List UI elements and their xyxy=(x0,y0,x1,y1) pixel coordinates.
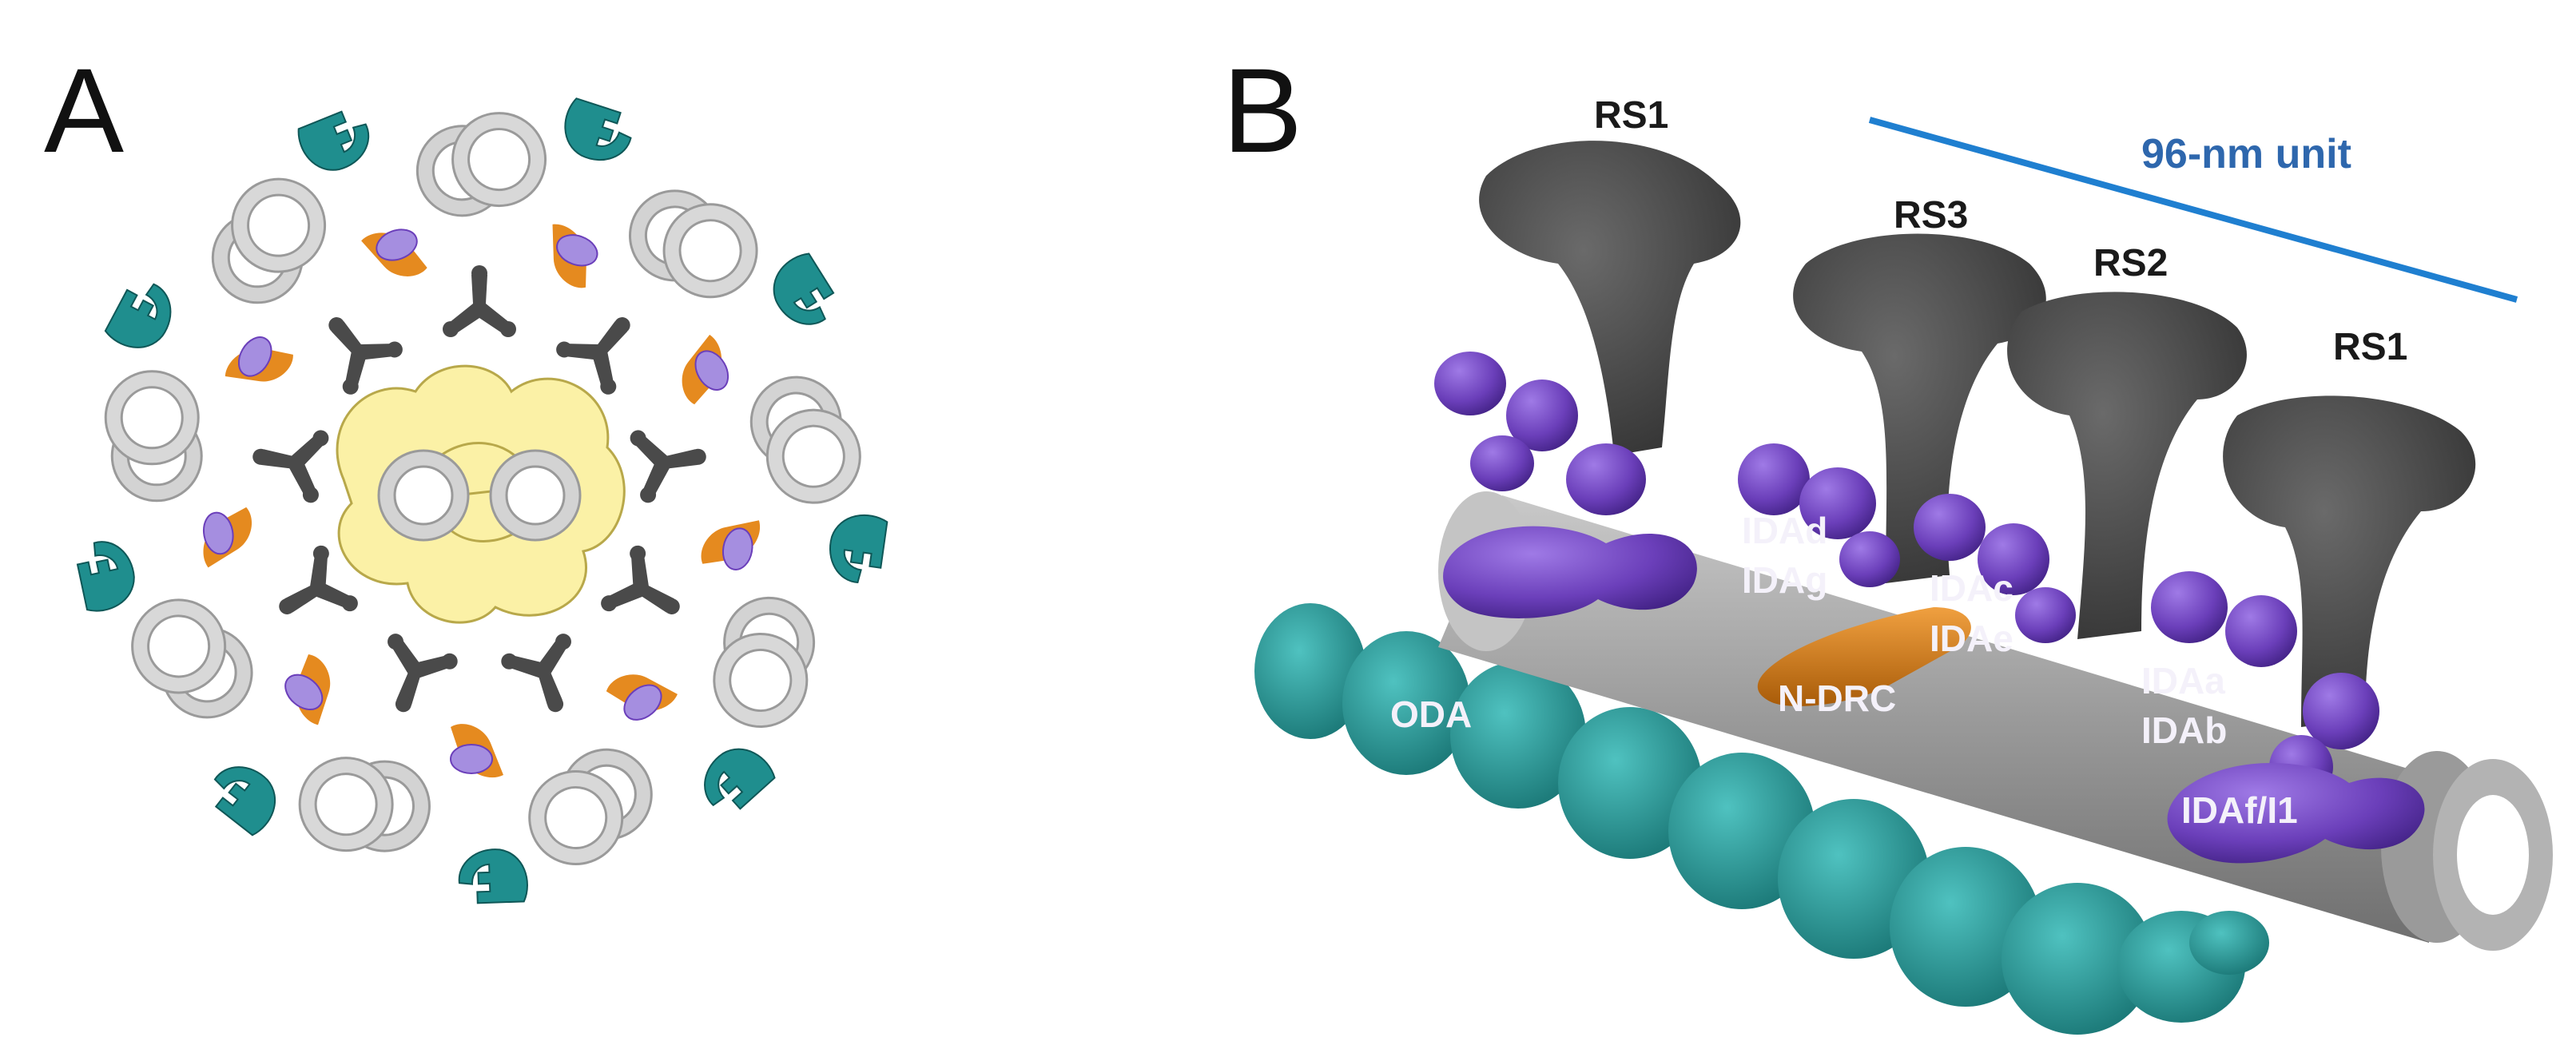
label-idad: IDAd xyxy=(1742,510,1827,551)
ida-ce-cluster xyxy=(1914,494,2076,643)
label-rs1-left: RS1 xyxy=(1594,94,1668,137)
radial-spoke-rs1-right xyxy=(2223,395,2476,727)
label-idaf-i1: IDAf/I1 xyxy=(2181,789,2298,831)
label-idaa: IDAa xyxy=(2141,660,2225,701)
label-idae: IDAe xyxy=(1930,618,2013,659)
label-rs3: RS3 xyxy=(1894,194,1968,236)
unit-length-label: 96-nm unit xyxy=(2141,131,2351,177)
radial-spoke-rs2 xyxy=(2007,292,2247,639)
panel-b-letter: B xyxy=(1222,43,1302,177)
label-rs2: RS2 xyxy=(2093,242,2168,284)
central-apparatus xyxy=(336,364,626,624)
ndrc-complex xyxy=(1757,607,1971,706)
axoneme-cross-section xyxy=(73,96,889,905)
label-oda: ODA xyxy=(1390,693,1472,735)
ida-dg-cluster xyxy=(1738,443,1900,587)
label-idab: IDAb xyxy=(2141,709,2227,751)
radial-spoke-rs3 xyxy=(1793,233,2046,583)
ida-left-cluster xyxy=(1434,352,1697,618)
label-ndrc: N-DRC xyxy=(1778,678,1896,719)
unit-length-line xyxy=(1868,117,2518,303)
label-rs1-right: RS1 xyxy=(2333,326,2407,368)
radial-spoke-rs1-left xyxy=(1479,141,1741,456)
ida-f-i1 xyxy=(2167,763,2425,864)
oda-chain xyxy=(1254,603,2269,1035)
inner-arm-ring xyxy=(202,224,761,778)
label-idac: IDAc xyxy=(1930,567,2013,609)
label-idag: IDAg xyxy=(1742,559,1827,601)
panel-a-letter: A xyxy=(44,43,124,177)
